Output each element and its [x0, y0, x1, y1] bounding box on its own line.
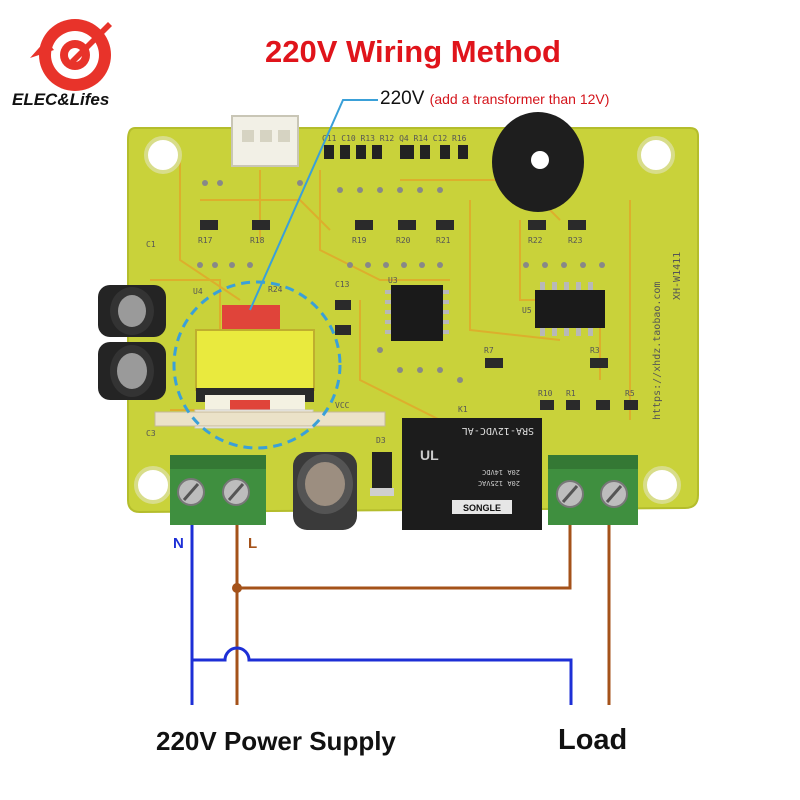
svg-text:https://xhdz.taobao.com: https://xhdz.taobao.com [652, 282, 663, 420]
svg-text:R24: R24 [268, 285, 283, 294]
mounting-hole [134, 136, 681, 504]
junction-dot [232, 583, 242, 593]
svg-text:C11 C10 R13 R12 Q4 R14 C12 R16: C11 C10 R13 R12 Q4 R14 C12 R16 [322, 134, 467, 143]
transformer [154, 305, 386, 429]
diode [372, 452, 392, 492]
ic-u5 [535, 290, 605, 328]
svg-text:R23: R23 [568, 236, 583, 245]
svg-text:R17: R17 [198, 236, 213, 245]
svg-text:K1: K1 [458, 405, 468, 414]
svg-text:C13: C13 [335, 280, 350, 289]
svg-text:UL: UL [420, 447, 439, 463]
highlight-circle [172, 280, 342, 450]
load-label: Load [558, 724, 628, 756]
svg-text:R5: R5 [625, 389, 635, 398]
svg-text:20A 14VDC: 20A 14VDC [482, 468, 520, 476]
svg-text:R1: R1 [566, 389, 576, 398]
live-label: L [248, 535, 258, 552]
diagram-title: 220V Wiring Method [265, 34, 561, 69]
svg-text:SRA-12VDC-AL: SRA-12VDC-AL [462, 425, 534, 436]
transformer-note: 220V (add a transformer than 12V) [380, 88, 609, 110]
note-voltage: 220V [380, 88, 425, 109]
supply-voltage: 220V [156, 726, 217, 756]
pcb-board: C11 C10 R13 R12 Q4 R14 C12 R16 R17 R18 R1… [98, 112, 699, 530]
ic-u3 [391, 285, 443, 341]
svg-text:VCC: VCC [335, 401, 350, 410]
capacitor-left [98, 285, 166, 400]
svg-text:U3: U3 [388, 276, 398, 285]
svg-text:R18: R18 [250, 236, 265, 245]
power-supply-label: 220V Power Supply [156, 726, 396, 757]
relay: SRA-12VDC-AL UL 20A 14VDC 20A 125VAC SON… [402, 418, 542, 530]
svg-text:C1: C1 [146, 240, 156, 249]
svg-text:R22: R22 [528, 236, 543, 245]
svg-text:R19: R19 [352, 236, 367, 245]
svg-text:R20: R20 [396, 236, 411, 245]
buzzer [492, 112, 584, 212]
svg-text:U5: U5 [522, 306, 532, 315]
supply-text: Power Supply [223, 726, 396, 756]
brand-name: ELEC&Lifes [12, 90, 110, 109]
callout-line [249, 99, 378, 311]
note-hint: (add a transformer than 12V) [429, 91, 610, 107]
svg-text:R21: R21 [436, 236, 451, 245]
terminal-block-left [170, 455, 266, 525]
svg-text:D3: D3 [376, 436, 386, 445]
neutral-label: N [173, 535, 184, 552]
svg-text:SONGLE: SONGLE [463, 503, 501, 513]
svg-text:R7: R7 [484, 346, 494, 355]
capacitor-main [293, 452, 357, 530]
brand-logo-icon [30, 19, 112, 91]
terminal-block-right [548, 455, 638, 525]
svg-text:R3: R3 [590, 346, 600, 355]
svg-text:20A 125VAC: 20A 125VAC [478, 479, 520, 487]
svg-text:U4: U4 [193, 287, 203, 296]
svg-text:R10: R10 [538, 389, 553, 398]
wiring [190, 525, 611, 705]
svg-text:C3: C3 [146, 429, 156, 438]
svg-text:XH-W1411: XH-W1411 [672, 252, 683, 300]
